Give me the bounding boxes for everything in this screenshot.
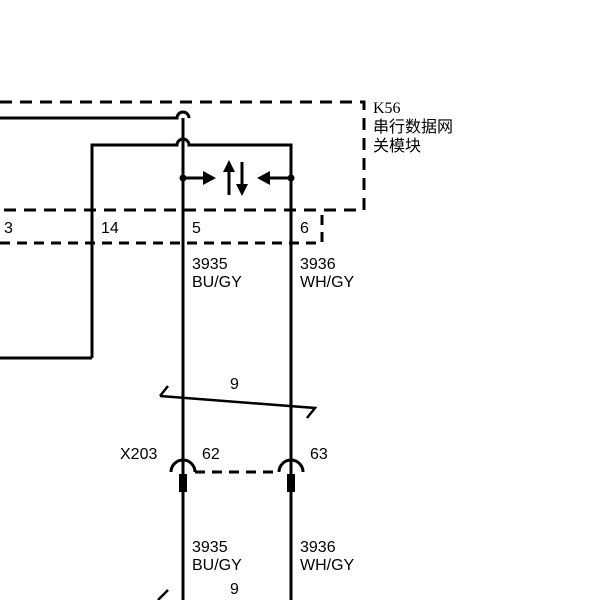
connector-outline [0, 210, 324, 245]
lower-right-circuit: 3936 [300, 539, 336, 556]
twist-label: 9 [230, 376, 239, 393]
arrow-left-head [203, 171, 216, 185]
connector-pin-63: 63 [310, 446, 328, 463]
internal-wiring [0, 110, 295, 360]
module-name-line1: 串行数据网 [373, 118, 453, 136]
module-id-label: K56 [373, 100, 401, 117]
twisted-pair-indicator: 9 [159, 376, 318, 419]
twist-line [159, 385, 318, 419]
wire-internal-loop [90, 137, 293, 358]
pin-3-label: 3 [4, 220, 13, 237]
arrow-down-head [236, 184, 248, 196]
terminal-62-arc [169, 458, 197, 473]
module-name-line2: 关模块 [373, 137, 421, 155]
wire-internal-top [0, 110, 191, 120]
lower-twist-line [157, 589, 169, 600]
arrow-right-head [257, 171, 270, 185]
pin-6-label: 6 [300, 220, 309, 237]
pin-5-label: 5 [192, 220, 201, 237]
lower-twist-label: 9 [230, 581, 239, 598]
connector-id-label: X203 [120, 446, 157, 463]
arrow-up-head [223, 160, 235, 172]
module-outline [0, 100, 366, 212]
wire-left-color: BU/GY [192, 274, 242, 291]
lower-twisted-pair-indicator: 9 [157, 581, 239, 600]
terminal-63-pin [287, 474, 295, 492]
lower-right-color: WH/GY [300, 557, 355, 574]
wire-right-color: WH/GY [300, 274, 355, 291]
wire-left-circuit: 3935 [192, 256, 228, 273]
terminal-62-pin [179, 474, 187, 492]
connector-pin-62: 62 [202, 446, 220, 463]
wire-right-circuit: 3936 [300, 256, 336, 273]
lower-left-circuit: 3935 [192, 539, 228, 556]
module-k56-boundary [0, 100, 366, 245]
terminal-63-arc [277, 458, 305, 473]
connector-x203: X203 62 63 [120, 446, 328, 492]
lower-left-color: BU/GY [192, 557, 242, 574]
pin-14-label: 14 [101, 220, 119, 237]
